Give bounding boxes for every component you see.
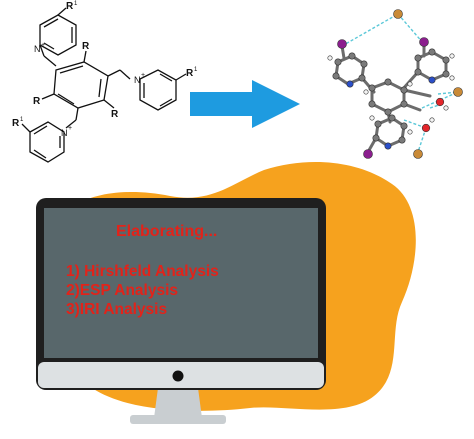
carbon-atom xyxy=(414,68,422,76)
carbon-atom xyxy=(368,100,376,108)
carbon-atom xyxy=(374,120,382,128)
center-r-right: R xyxy=(111,109,119,120)
hydrogen-atom xyxy=(363,89,369,95)
top-ring-r-superscript: 1 xyxy=(74,1,78,7)
bromine-atom xyxy=(453,87,463,97)
hydrogen-atom xyxy=(407,129,413,135)
nitrogen-atom xyxy=(346,80,354,88)
right-ring-r-superscript: 1 xyxy=(194,67,198,73)
chemical-structure xyxy=(21,7,187,163)
top-ring-n-label: N xyxy=(34,44,41,54)
hydrogen-atom xyxy=(407,81,413,87)
bond-sticks xyxy=(334,42,448,154)
bromine-atom xyxy=(413,149,423,159)
carbon-atom xyxy=(442,70,450,78)
carbon-atom xyxy=(384,78,392,86)
carbon-atom xyxy=(428,48,436,56)
bottom-ring-n-label: N xyxy=(61,128,68,138)
right-arrow-icon xyxy=(190,80,300,128)
analysis-item-3: 3)IRI Analysis xyxy=(66,301,167,318)
monitor-stand-base xyxy=(130,415,226,424)
bottom-ring-r-label: R xyxy=(12,118,20,129)
power-button-icon xyxy=(172,370,184,382)
top-ring-r-label: R xyxy=(66,1,74,12)
bottom-ring-n-charge: + xyxy=(68,125,72,132)
carbon-atom xyxy=(400,122,408,130)
carbon-atom xyxy=(360,60,368,68)
computer-monitor: Elaborating... 1) Hirshfeld Analysis 2)E… xyxy=(36,198,326,424)
carbon-atom xyxy=(358,74,366,82)
carbon-atom xyxy=(400,100,408,108)
monitor-stand-neck xyxy=(154,388,202,418)
hydrogen-atom xyxy=(449,75,455,81)
carbon-atom xyxy=(332,72,340,80)
hydrogen-atom xyxy=(327,55,333,61)
carbon-atom xyxy=(398,136,406,144)
structure-labels: R 1 N + R R R N + R 1 R 1 N + xyxy=(12,1,198,138)
nitrogen-atom xyxy=(428,76,436,84)
carbon-atom xyxy=(372,134,380,142)
carbon-atom xyxy=(384,108,392,116)
crystal-structure-model xyxy=(327,9,463,159)
analysis-item-2: 2)ESP Analysis xyxy=(66,282,178,299)
hydrogen-atom xyxy=(429,117,435,123)
atoms xyxy=(327,9,463,159)
bottom-pyridinium-ring xyxy=(21,121,65,163)
oxygen-atom xyxy=(435,97,445,107)
right-ring-n-label: N xyxy=(134,75,141,85)
iodine-atom xyxy=(363,149,373,159)
carbon-atom xyxy=(442,56,450,64)
screen-heading: Elaborating... xyxy=(116,223,217,240)
iodine-atom xyxy=(337,39,347,49)
monitor-screen xyxy=(44,208,318,358)
bromine-atom xyxy=(393,9,403,19)
carbon-atom xyxy=(368,84,376,92)
center-r-top: R xyxy=(82,41,90,52)
iodine-atom xyxy=(419,37,429,47)
hydrogen-atom xyxy=(449,53,455,59)
nitrogen-atom xyxy=(384,142,392,150)
right-ring-n-charge: + xyxy=(141,72,145,79)
hydrogen-atom xyxy=(443,105,449,111)
center-r-left: R xyxy=(33,96,41,107)
top-pyridinium-ring xyxy=(39,7,77,67)
hydrogen-atom xyxy=(369,115,375,121)
hydrogen-bond-lines xyxy=(341,13,459,153)
top-ring-n-charge: + xyxy=(41,42,45,49)
carbon-atom xyxy=(348,52,356,60)
carbon-atom xyxy=(400,86,408,94)
right-ring-r-label: R xyxy=(186,68,194,79)
central-benzene-ring xyxy=(41,50,131,129)
carbon-atom xyxy=(334,58,342,66)
bottom-ring-r-superscript: 1 xyxy=(20,117,24,123)
carbon-atom xyxy=(414,54,422,62)
analysis-item-1: 1) Hirshfeld Analysis xyxy=(66,263,219,280)
carbon-atom xyxy=(388,114,396,122)
oxygen-atom xyxy=(421,123,431,133)
right-pyridinium-ring xyxy=(139,69,187,111)
